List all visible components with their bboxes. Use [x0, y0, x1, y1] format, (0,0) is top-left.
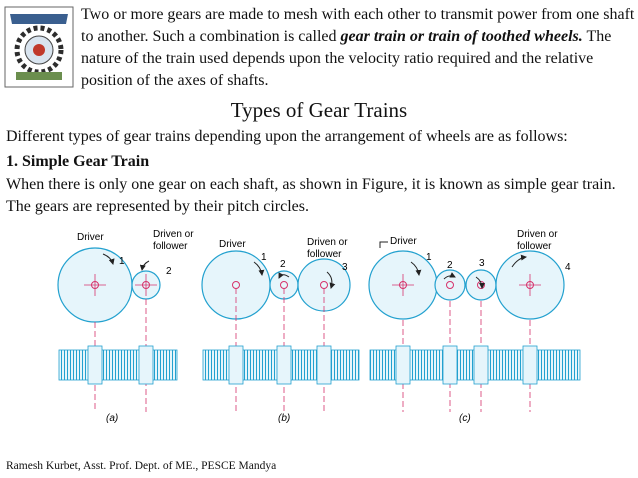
driven-label-c-1: Driven or [517, 229, 558, 240]
driver-label-b: Driver [219, 239, 246, 250]
rotation-arrow-b1 [253, 261, 265, 276]
driver-label-c: Driver [390, 236, 417, 247]
rotation-arrow-c2 [443, 272, 456, 280]
intro-emphasis: gear train or train of toothed wheels. [340, 28, 583, 45]
diagram-c: Driver Driven or follower 1 2 3 4 (c) [368, 229, 581, 424]
gear-c3 [465, 269, 497, 301]
rotation-arrow-b2 [278, 272, 290, 279]
rotation-arrow-a2 [139, 260, 150, 271]
gear-number-a1: 1 [119, 256, 125, 267]
caption-a: (a) [106, 413, 118, 424]
rotation-arrow-a1 [102, 253, 115, 265]
driven-label-b-1: Driven or [307, 237, 348, 248]
gear-number-a2: 2 [166, 266, 172, 277]
driven-label-a-1: Driven or [153, 229, 194, 240]
intro-text-1: Two or more gears are made to mesh with … [81, 6, 635, 45]
footer-credit: Ramesh Kurbet, Asst. Prof. Dept. of ME.,… [6, 460, 277, 472]
gear-number-c2: 2 [447, 260, 453, 271]
rotation-arrow-c4 [511, 254, 527, 268]
driven-label-b-2: follower [307, 249, 342, 260]
rotation-arrow-b3 [326, 271, 336, 289]
gear-number-c1: 1 [426, 252, 432, 263]
diagram-a: Driver Driven or follower 1 2 (a) [57, 229, 194, 424]
caption-b: (b) [278, 413, 290, 424]
section-title: 1. Simple Gear Train [6, 153, 150, 170]
rotation-arrow-c3 [475, 276, 485, 289]
driven-label-a-2: follower [153, 241, 188, 252]
intro-paragraph: Two or more gears are made to mesh with … [81, 4, 635, 92]
driver-label-a: Driver [77, 232, 104, 243]
types-paragraph: Different types of gear trains depending… [6, 128, 568, 145]
college-logo [4, 6, 74, 88]
gear-number-c3: 3 [479, 258, 485, 269]
gear-number-b3: 3 [342, 262, 348, 273]
intro-text-2: The nature of the train used depends upo… [81, 28, 612, 89]
gear-number-c4: 4 [565, 262, 571, 273]
driver-leader-c [379, 241, 388, 248]
gear-train-figure: Driver Driven or follower 1 2 (a) Driver… [57, 229, 581, 424]
section-paragraph: When there is only one gear on each shaf… [6, 176, 616, 215]
caption-c: (c) [459, 413, 471, 424]
diagram-b: Driver Driven or follower 1 2 3 (b) [201, 237, 360, 424]
gear-side-view-a [58, 349, 178, 381]
gear-c2 [434, 269, 466, 301]
page-title: Types of Gear Trains [230, 98, 408, 122]
driven-label-c-2: follower [517, 241, 552, 252]
gear-number-b2: 2 [280, 259, 286, 270]
gear-number-b1: 1 [261, 252, 267, 263]
rotation-arrow-c1 [410, 261, 422, 276]
